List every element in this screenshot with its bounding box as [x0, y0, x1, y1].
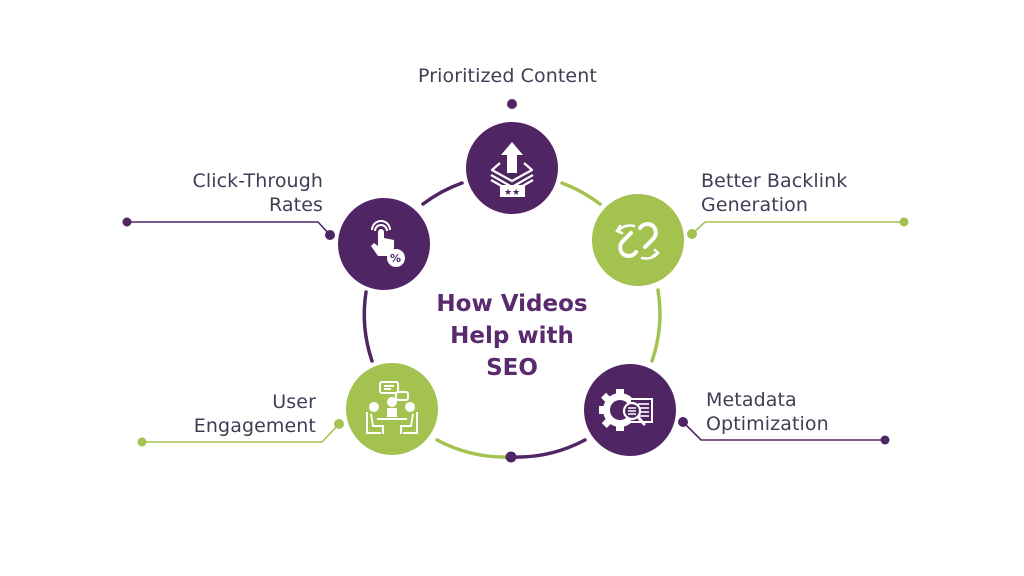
upload-rated-content-icon: ★★ — [490, 142, 534, 198]
center-title: How Videos Help with SEO — [436, 291, 588, 381]
meeting-chat-icon — [366, 381, 418, 434]
svg-text:%: % — [390, 252, 401, 265]
connector-user-engagement — [137, 419, 344, 447]
ring — [362, 181, 662, 459]
label-prioritized-content: Prioritized Content — [418, 65, 597, 87]
ring-arc-right — [650, 288, 662, 363]
ring-arc-bottom-right — [509, 438, 587, 459]
svg-text:★★: ★★ — [504, 188, 520, 198]
label-better-backlink: Better Backlink Generation — [701, 170, 848, 216]
label-user-engagement: User Engagement — [193, 391, 316, 437]
connector-click-through — [122, 217, 335, 240]
node-user-engagement — [346, 363, 438, 455]
label-metadata-optimization: Metadata Optimization — [706, 389, 829, 435]
connector-backlink — [687, 217, 909, 239]
ring-arc-bottom-left — [435, 438, 513, 459]
connector-metadata — [678, 417, 890, 445]
node-prioritized-content: ★★ — [466, 122, 558, 214]
ring-dot-top — [507, 99, 517, 109]
ring-arc-top-left — [421, 181, 464, 206]
link-exchange-icon — [615, 222, 661, 260]
label-click-through-rates: Click-Through Rates — [192, 170, 323, 216]
ring-arc-top-right — [560, 181, 602, 206]
ring-arc-left — [362, 290, 374, 363]
node-metadata-optimization — [584, 364, 676, 456]
tap-percent-icon: % — [371, 220, 405, 267]
gear-search-document-icon — [599, 389, 653, 431]
ring-dot-bottom — [505, 451, 517, 463]
node-click-through-rates: % — [338, 198, 430, 290]
node-better-backlink — [592, 194, 684, 286]
